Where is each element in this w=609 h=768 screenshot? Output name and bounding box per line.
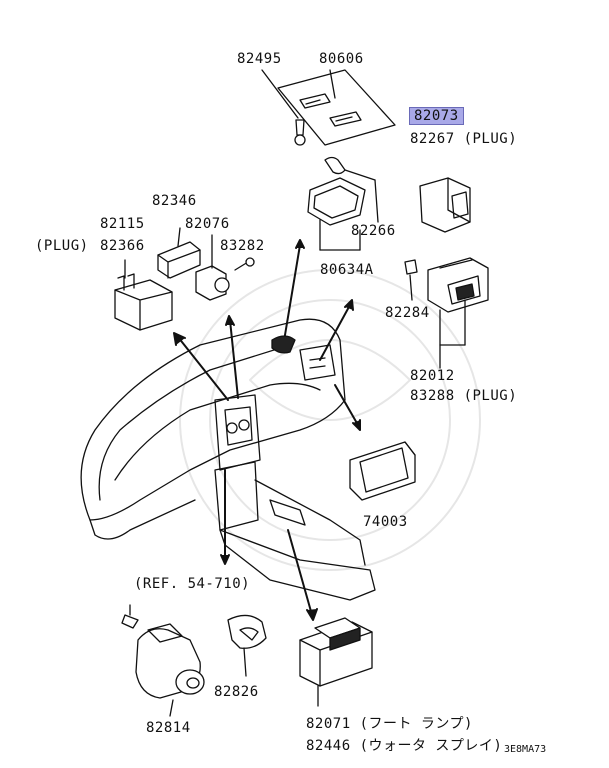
label-ref-54-710: (REF. 54-710) (134, 576, 251, 592)
part-80634A-lamp (307, 177, 366, 251)
label-80606: 80606 (319, 51, 364, 67)
label-82814: 82814 (146, 720, 191, 736)
label-83288-plug: 83288 (PLUG) (410, 388, 518, 404)
part-74003-bezel (349, 441, 416, 501)
part-82012-switch (427, 257, 489, 313)
leader-80606 (329, 69, 336, 99)
leader-arrows (173, 239, 361, 621)
label-82266: 82266 (351, 223, 396, 239)
part-82266-bulb (324, 156, 379, 223)
part-82115-relay (114, 273, 173, 331)
label-82826: 82826 (214, 684, 259, 700)
part-82267-plug (419, 177, 471, 233)
label-82446-water-spray: 82446 (ウォータ スプレイ) (306, 738, 503, 754)
label-82267-plug: 82267 (PLUG) (410, 131, 518, 147)
part-82814-socket (121, 604, 205, 699)
part-82826-cover (227, 614, 267, 677)
label-80634a: 80634A (320, 262, 374, 278)
label-82284: 82284 (385, 305, 430, 321)
diagram-code: 3E8MA73 (504, 744, 547, 755)
leader-82012 (439, 299, 466, 369)
part-83282-screw (234, 257, 255, 271)
dashboard-assembly (80, 318, 376, 601)
label-82346: 82346 (152, 193, 197, 209)
watermark-seal (179, 269, 481, 571)
label-82366: 82366 (100, 238, 145, 254)
part-82346-bracket (157, 241, 201, 279)
part-82284-clip (404, 259, 418, 301)
label-82073-highlighted[interactable]: 82073 (409, 107, 464, 125)
leader-82814 (169, 699, 174, 717)
leader-82495 (261, 69, 299, 119)
label-82495: 82495 (237, 51, 282, 67)
label-82012: 82012 (410, 368, 455, 384)
part-82071-lamp (299, 617, 373, 707)
label-83282: 83282 (220, 238, 265, 254)
label-82115: 82115 (100, 216, 145, 232)
part-80606-cover-plate (277, 69, 396, 146)
label-82076: 82076 (185, 216, 230, 232)
label-plug-left: (PLUG) (35, 238, 89, 254)
part-82495-screw (294, 119, 306, 146)
label-74003: 74003 (363, 514, 408, 530)
label-82071-foot-lamp: 82071 (フート ランプ) (306, 716, 473, 732)
part-82076-switch (195, 265, 230, 301)
